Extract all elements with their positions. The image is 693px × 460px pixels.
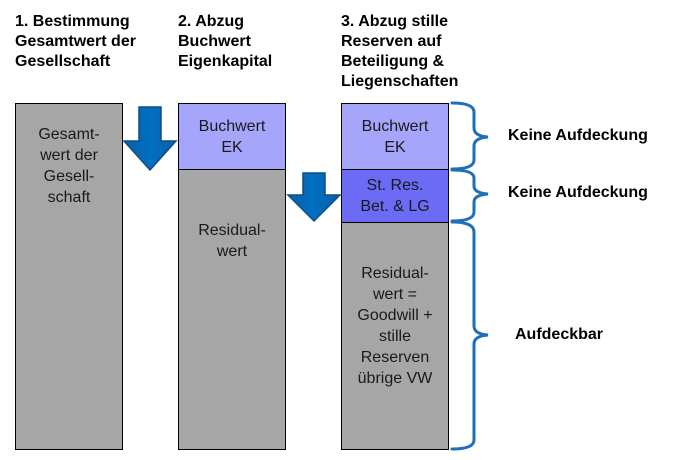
column-gesamtwert: Gesamt- wert der Gesell- schaft [15,103,123,450]
segment-residualwert: Residual- wert [179,169,285,449]
segment-buchwert-ek-label: Buchwert EK [198,117,266,156]
brace-label-keine-aufdeckung-2: Keine Aufdeckung [508,184,648,201]
segment-gesamtwert: Gesamt- wert der Gesell- schaft [16,104,122,449]
segment-buchwert-ek: Buchwert EK [342,104,448,169]
segment-residualwert-label: Residual- wert [198,222,266,260]
right-brace-icon [450,101,489,171]
right-brace-icon [450,220,489,451]
segment-residualwert-goodwill-label: Residual- wert = Goodwill + stille Reser… [357,265,433,387]
segment-residualwert-goodwill: Residual- wert = Goodwill + stille Reser… [342,222,448,449]
brace-label-keine-aufdeckung-1: Keine Aufdeckung [508,127,648,144]
step3-heading: 3. Abzug stille Reserven auf Beteiligung… [341,13,459,90]
brace-label-aufdeckbar: Aufdeckbar [515,326,604,343]
column-abzug-buchwert: Buchwert EK Residual- wert [178,103,286,450]
step1-heading: 1. Bestimmung Gesamtwert der Gesellschaf… [15,13,136,70]
segment-buchwert-ek: Buchwert EK [179,104,285,169]
right-brace-icon [450,168,489,223]
segment-stille-reserven: St. Res. Bet. & LG [342,169,448,222]
segment-stille-reserven-label: St. Res. Bet. & LG [360,177,430,215]
segment-buchwert-ek-label: Buchwert EK [361,117,429,156]
column-abzug-stille-reserven: Buchwert EK St. Res. Bet. & LG Residual-… [341,103,449,450]
down-arrow-icon [286,172,342,223]
segment-gesamtwert-label: Gesamt- wert der Gesell- schaft [38,126,100,206]
step2-heading: 2. Abzug Buchwert Eigenkapital [178,13,273,70]
down-arrow-icon [122,106,178,172]
